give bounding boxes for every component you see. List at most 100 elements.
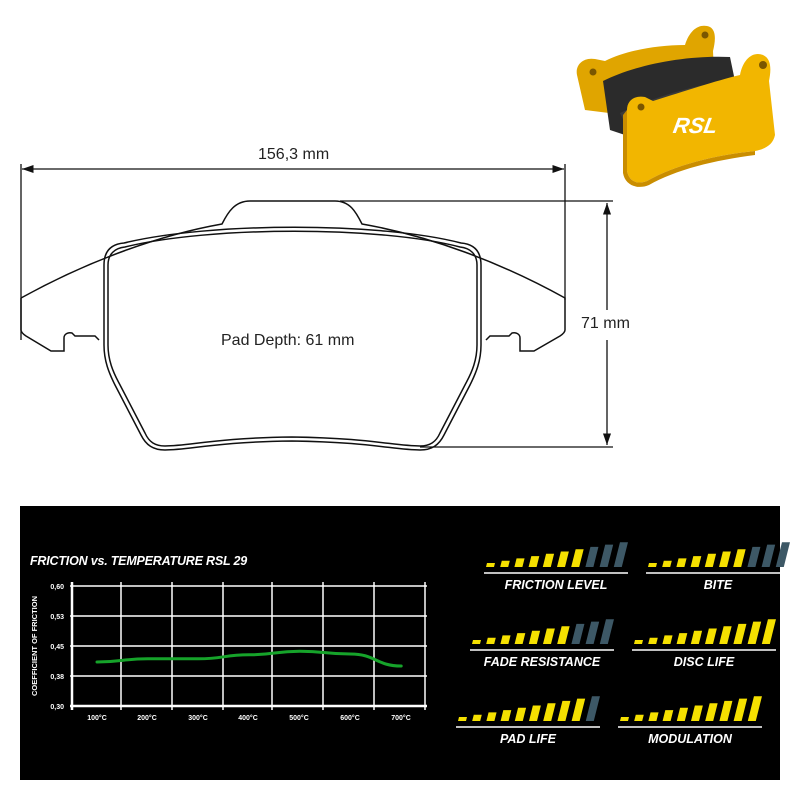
rating-segment (514, 707, 527, 721)
rating-bars (470, 619, 614, 651)
rating-segment (543, 628, 555, 644)
rating-segment (662, 710, 674, 721)
rating-segment (486, 637, 496, 644)
rating-segment (472, 714, 482, 721)
rating-label: FRICTION LEVEL (504, 578, 608, 592)
rating-segment (634, 714, 644, 721)
friction-curve (95, 649, 403, 668)
rating-segment (500, 635, 511, 644)
rating-segment (747, 696, 762, 721)
rating-segment (472, 640, 481, 644)
rating-friction-level: FRICTION LEVEL (464, 534, 634, 594)
x-tick: 500°C (289, 714, 309, 722)
rating-segment (571, 623, 585, 644)
y-tick: 0,30 (50, 704, 64, 711)
height-dimension-label: 71 mm (579, 315, 632, 333)
x-tick: 600°C (340, 714, 360, 722)
brake-pad-product-image: RSL (576, 25, 775, 187)
x-tick: 300°C (188, 714, 208, 722)
rating-label: DISC LIFE (673, 655, 735, 669)
rating-segment (747, 621, 762, 644)
rating-segment (705, 703, 718, 721)
rating-segment (648, 712, 659, 721)
friction-temperature-chart: COEFFICIENT OF FRICTION 0,60 0,53 0,45 0… (30, 582, 427, 722)
rating-segment (557, 700, 571, 721)
y-tick: 0,45 (50, 644, 64, 651)
y-tick: 0,53 (50, 614, 64, 621)
rating-segment (648, 563, 657, 567)
rsl-logo: RSL (671, 113, 719, 138)
rating-segment (719, 551, 731, 567)
rating-label: MODULATION (648, 732, 732, 746)
rating-label: PAD LIFE (499, 732, 557, 746)
y-tick: 0,38 (50, 674, 64, 681)
y-axis-label: COEFFICIENT OF FRICTION (30, 596, 39, 696)
backing-plate-left-ear (20, 298, 100, 352)
rating-segment (542, 553, 555, 567)
height-dimension (340, 200, 613, 448)
width-dimension (20, 164, 566, 340)
friction-material-outline (103, 226, 482, 451)
rating-segment (599, 619, 614, 644)
backing-plate-outline (20, 200, 566, 352)
rating-label: FADE RESISTANCE (483, 655, 601, 669)
rating-segment (500, 710, 512, 721)
rating-fade-resistance: FADE RESISTANCE (450, 611, 620, 671)
rating-segment (676, 633, 688, 644)
rating-segment (620, 717, 629, 721)
rating-bite: BITE (626, 534, 796, 594)
rating-segment (613, 542, 628, 567)
rating-segment (676, 707, 689, 721)
rating-bars (456, 696, 600, 728)
rating-segment (500, 560, 510, 567)
rating-segment (486, 563, 495, 567)
rating-segment (691, 705, 703, 721)
x-tick: 100°C (87, 714, 107, 722)
rating-modulation: MODULATION (598, 688, 768, 748)
rating-segment (634, 640, 643, 644)
rating-bars (632, 619, 776, 651)
performance-panel: FRICTION vs. TEMPERATURE RSL 29 COEFFICI… (20, 506, 790, 780)
rating-segment (690, 556, 702, 567)
pad-depth-label: Pad Depth: 61 mm (221, 332, 355, 349)
rating-segment (528, 556, 540, 567)
rating-segment (648, 637, 658, 644)
rating-segment (690, 630, 703, 644)
rating-segment (514, 558, 525, 567)
rating-bars (484, 542, 628, 574)
x-tick: 700°C (391, 714, 411, 722)
rating-segment (733, 698, 748, 721)
rating-bars (618, 696, 762, 728)
rating-segment (458, 717, 467, 721)
rating-segment (557, 626, 570, 644)
rating-segment (528, 630, 541, 644)
rating-segment (662, 560, 672, 567)
rating-segment (775, 542, 790, 567)
rating-segment (704, 553, 717, 567)
x-tick: 200°C (137, 714, 157, 722)
rating-segment (486, 712, 497, 721)
brake-pad-technical-drawing (20, 164, 613, 451)
rating-segment (585, 696, 600, 721)
vertical-gridlines (70, 582, 426, 710)
rating-segment (599, 544, 614, 567)
rating-segment (571, 698, 586, 721)
rating-segment (529, 705, 541, 721)
rating-pad-life: PAD LIFE (436, 688, 606, 748)
horizontal-gridlines (70, 585, 427, 708)
y-tick: 0,60 (50, 584, 64, 591)
rating-segment (719, 700, 733, 721)
rating-segment (585, 546, 599, 567)
rating-disc-life: DISC LIFE (612, 611, 782, 671)
chart-title: FRICTION vs. TEMPERATURE RSL 29 (30, 554, 247, 568)
width-dimension-label: 156,3 mm (258, 146, 330, 163)
rating-segment (543, 703, 556, 721)
rating-segment (747, 546, 761, 567)
rating-segment (733, 549, 746, 567)
rating-segment (719, 626, 732, 644)
rating-segment (514, 633, 526, 644)
rating-segment (761, 619, 776, 644)
x-tick: 400°C (238, 714, 258, 722)
rating-segment (705, 628, 717, 644)
rating-segment (571, 549, 584, 567)
